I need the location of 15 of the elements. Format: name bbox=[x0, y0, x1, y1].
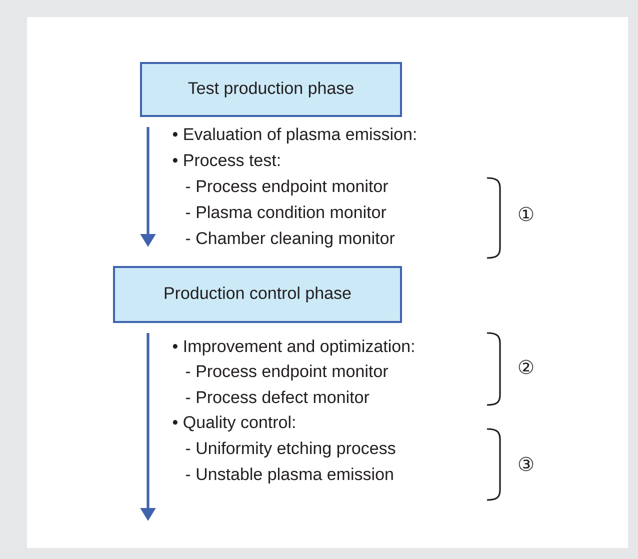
list-item: - Unstable plasma emission bbox=[186, 468, 393, 484]
list-item: - Uniformity etching process bbox=[186, 442, 396, 458]
phase-box: Test production phase bbox=[140, 62, 402, 117]
list-item: • Improvement and optimization: bbox=[172, 340, 414, 356]
callout-number: ① bbox=[518, 206, 534, 222]
list-item: • Quality control: bbox=[172, 416, 295, 432]
list-item: - Process endpoint monitor bbox=[186, 364, 388, 381]
list-item: - Process defect monitor bbox=[186, 390, 370, 404]
callout-number: ③ bbox=[518, 456, 534, 472]
list-item: - Plasma condition monitor bbox=[186, 206, 386, 218]
list-item: - Chamber cleaning monitor bbox=[186, 232, 395, 248]
callout-number: ② bbox=[518, 360, 534, 374]
list-item: • Process test: bbox=[172, 154, 280, 166]
list-item: - Process endpoint monitor bbox=[186, 180, 388, 196]
phase-box: Production control phase bbox=[113, 266, 402, 323]
